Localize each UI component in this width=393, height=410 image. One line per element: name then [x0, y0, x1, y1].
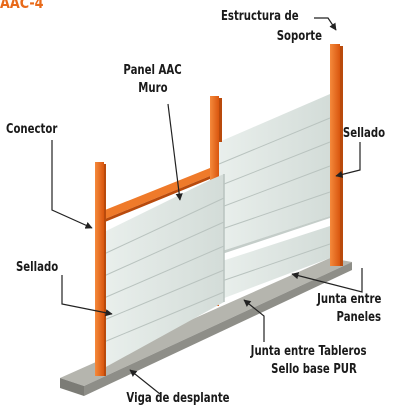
support-post-left [95, 162, 106, 376]
figure-title: AAC-4 [0, 0, 44, 12]
leader-viga [129, 369, 161, 395]
leader-estructura [314, 17, 337, 31]
support-post-right [330, 44, 343, 266]
label-viga: Viga de desplante [126, 391, 230, 406]
base-beam [60, 258, 352, 396]
wall-panel-lower-right [218, 226, 331, 300]
label-sellado-left: Sellado [16, 260, 59, 275]
label-sello-base: Sello base PUR [271, 362, 357, 377]
label-panel-aac: Panel AAC [123, 63, 182, 78]
leader-lines [51, 17, 363, 395]
label-junta-paneles-2: Paneles [336, 310, 381, 325]
leader-sellado-right [335, 142, 361, 178]
leader-conector [51, 140, 93, 229]
label-junta-paneles-1: Junta entre [316, 292, 381, 307]
label-muro: Muro [138, 81, 168, 96]
label-estructura: Estructura de [221, 9, 299, 24]
label-conector: Conector [6, 122, 58, 137]
wall-panel-left [103, 174, 225, 368]
connector-beam [100, 168, 210, 224]
label-junta-tableros: Junta entre Tableros [251, 344, 367, 359]
label-sellado-right: Sellado [342, 126, 385, 141]
label-soporte: Soporte [276, 29, 322, 44]
leader-junta-tableros [243, 299, 265, 342]
leader-junta-paneles [291, 268, 363, 293]
wall-panel-upper-right [218, 94, 331, 255]
leader-panel [167, 103, 183, 201]
leader-sellado-left [61, 275, 113, 317]
